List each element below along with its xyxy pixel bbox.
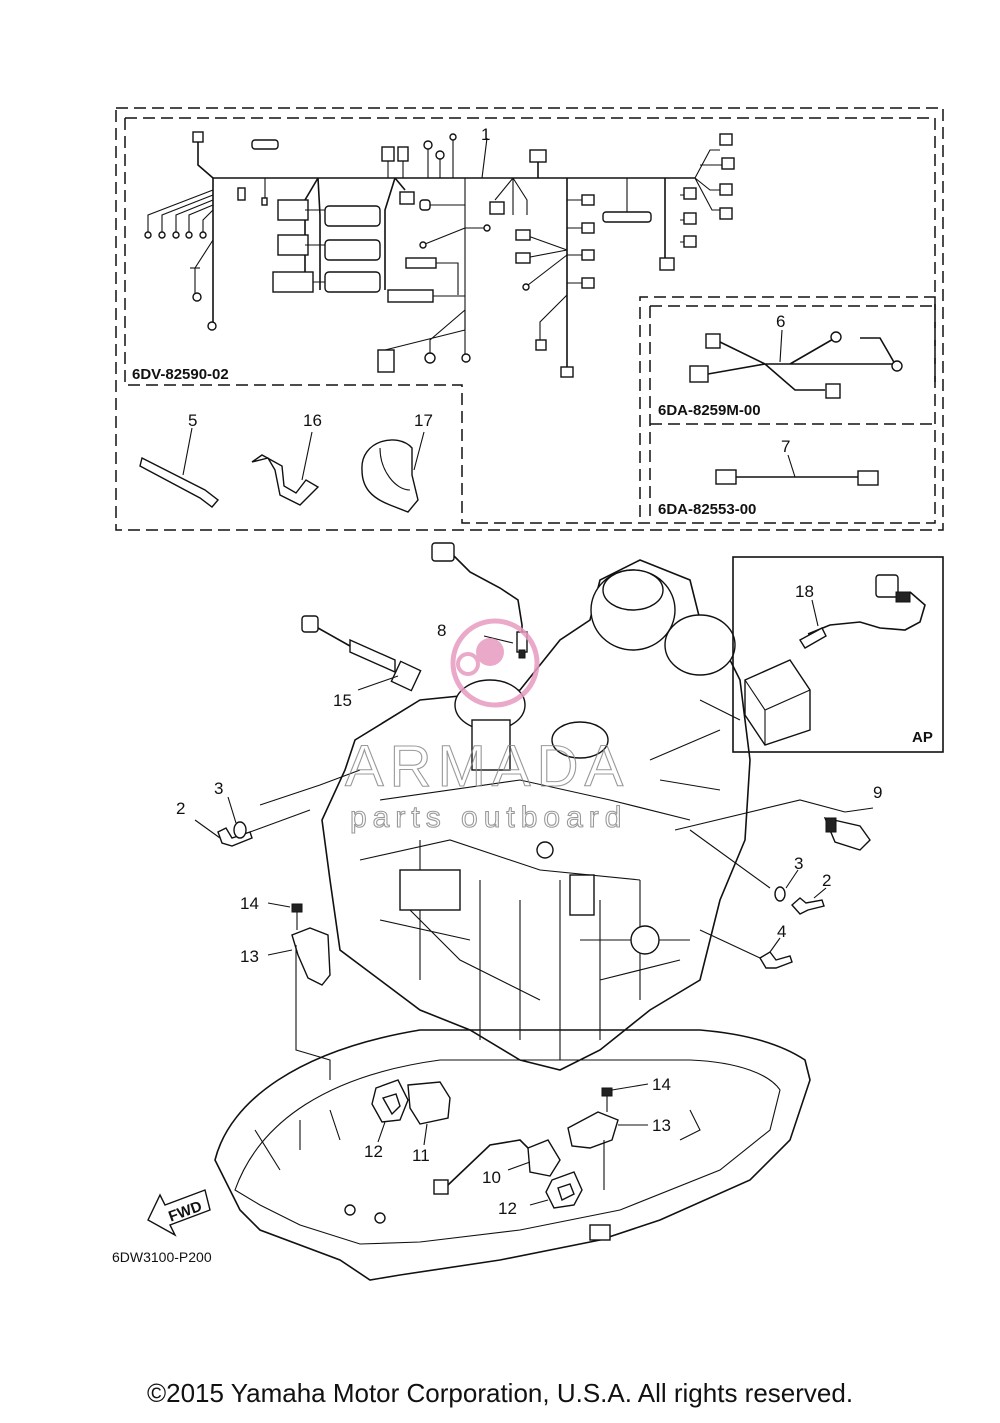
callout-14-right: 14: [652, 1075, 671, 1094]
bolt-2-right: [791, 887, 827, 915]
bolt-14-left: [267, 902, 303, 930]
callout-6: 6: [776, 312, 785, 331]
grommet-12-left: [371, 1079, 409, 1143]
callout-3-left: 3: [214, 779, 223, 798]
part-code-sub-harness-7: 6DA-82553-00: [658, 501, 756, 518]
callout-13-left: 13: [240, 947, 259, 966]
harness-10: [433, 1139, 561, 1195]
callout-2-left: 2: [176, 799, 185, 818]
clamp-17: [361, 431, 425, 513]
callout-12-right: 12: [498, 1199, 517, 1218]
part-code-main-harness: 6DV-82590-02: [132, 366, 229, 383]
callout-10: 10: [482, 1168, 501, 1187]
callout-8: 8: [437, 621, 446, 640]
washer-3-right: [689, 829, 799, 902]
inset-box-ap: [732, 556, 944, 753]
inset-label: AP: [912, 729, 933, 746]
harness-group-box: [115, 107, 944, 531]
callout-18: 18: [795, 582, 814, 601]
grommet-12-right: [529, 1171, 583, 1209]
grommet-11: [407, 1081, 451, 1146]
sensor-9: [674, 799, 874, 851]
bottom-cowling: [214, 1029, 811, 1281]
main-wire-harness: [144, 131, 735, 378]
callout-16: 16: [303, 411, 322, 430]
callout-15: 15: [333, 691, 352, 710]
diagram-code: 6DW3100-P200: [112, 1249, 212, 1265]
sensor-15: [301, 615, 422, 692]
cable-tie-5: [139, 427, 220, 508]
part-code-sub-harness-6: 6DA-8259M-00: [658, 402, 761, 419]
callout-4: 4: [777, 922, 786, 941]
callout-13-right: 13: [652, 1116, 671, 1135]
callout-2-right: 2: [822, 871, 831, 890]
bracket-13-right: [567, 1111, 648, 1190]
sub-harness-7: [715, 454, 879, 486]
callout-3-right: 3: [794, 854, 803, 873]
callout-labels: 1 5 16 17 6 7 8 15 18 3 2 9 3 2 4 14 13 …: [176, 125, 882, 1218]
sensor-8: [431, 542, 528, 659]
bolt-4: [699, 929, 793, 969]
callout-9: 9: [873, 783, 882, 802]
washer-3-left: [227, 769, 361, 839]
fwd-arrow: [147, 1189, 211, 1237]
bracket-13-left: [267, 927, 331, 1080]
watermark-name: ARMADA: [345, 734, 629, 799]
sub-harness-6: [689, 329, 903, 399]
callout-12-left: 12: [364, 1142, 383, 1161]
callout-17: 17: [414, 411, 433, 430]
watermark-tagline: parts outboard: [350, 801, 627, 834]
callout-1: 1: [481, 125, 490, 144]
callout-11: 11: [412, 1146, 430, 1165]
callout-5: 5: [188, 411, 197, 430]
clamp-16: [251, 431, 320, 506]
armada-watermark: ARMADA parts outboard: [344, 618, 629, 835]
callout-7: 7: [781, 437, 790, 456]
callout-14-left: 14: [240, 894, 259, 913]
bolt-14-right: [601, 1083, 649, 1112]
copyright-notice: ©2015 Yamaha Motor Corporation, U.S.A. A…: [146, 1378, 854, 1408]
